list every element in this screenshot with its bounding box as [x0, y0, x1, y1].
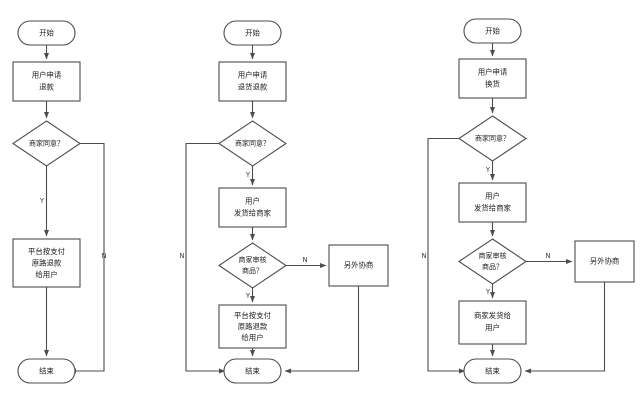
- node-c3-start-label: 开始: [485, 27, 500, 36]
- node-c2-refund-label-3: 给用户: [241, 333, 263, 342]
- node-c3-apply-label-2: 换货: [485, 80, 500, 89]
- node-c2-agree-label: 商家同意？: [235, 139, 270, 148]
- node-c1-start-label: 开始: [39, 29, 54, 38]
- node-c3-reship-label-2: 用户: [485, 323, 500, 332]
- node-c1-agree-label: 商家同意？: [29, 139, 64, 148]
- node-c1-agree[interactable]: 商家同意？: [12, 120, 81, 167]
- node-c2-ship-label-2: 发货给商家: [234, 209, 272, 218]
- edge-label-c3-no1: N: [421, 252, 426, 260]
- node-c3-review-label-1: 商家审核: [479, 251, 507, 260]
- node-c1-apply-label-1: 用户申请: [32, 71, 62, 80]
- node-c1-start[interactable]: 开始: [17, 20, 76, 46]
- node-c3-ship-label-2: 发货给商家: [474, 204, 512, 213]
- node-c3-reship-label-1: 商家发货给: [474, 311, 512, 320]
- edge-label-c2-no1: N: [179, 252, 184, 260]
- edge-c2-agree-no: [185, 142, 226, 374]
- node-c3-review[interactable]: 商家审核 商品？: [458, 238, 527, 285]
- node-c2-ship-label-1: 用户: [245, 197, 260, 206]
- node-c2-refund[interactable]: 平台按支付 原路退款 给用户: [218, 304, 287, 349]
- edge-label-c1-no: N: [101, 252, 106, 260]
- node-c2-review[interactable]: 商家审核 商品？: [218, 242, 287, 289]
- node-c1-apply[interactable]: 用户申请 退款: [12, 61, 81, 102]
- node-c2-start[interactable]: 开始: [223, 20, 282, 46]
- edge-label-c2-yes1: Y: [245, 171, 251, 179]
- node-c3-ship-label-1: 用户: [485, 192, 500, 201]
- node-c3-agree[interactable]: 商家同意？: [458, 115, 527, 162]
- edge-label-c1-yes: Y: [39, 197, 45, 205]
- column-refund-only: 开始 用户申请 退款 商家同意？ Y N: [12, 20, 107, 384]
- node-c2-ship[interactable]: 用户 发货给商家: [218, 187, 287, 228]
- node-c2-apply-label-2: 退货退款: [238, 83, 268, 92]
- node-c2-apply-label-1: 用户申请: [238, 71, 268, 80]
- node-c2-end-label: 结束: [245, 367, 260, 376]
- node-c1-end[interactable]: 结束: [17, 358, 76, 384]
- node-c1-refund-label-3: 给用户: [35, 270, 57, 279]
- edge-c3-agree-no: [427, 137, 466, 374]
- edge-c1-agree-no: [69, 142, 105, 374]
- node-c2-review-label-1: 商家审核: [239, 255, 267, 264]
- column-return-and-refund: 开始 用户申请 退货退款 商家同意？ Y N 用户 发货给商家: [179, 20, 389, 384]
- edge-label-c3-no2: N: [545, 252, 550, 260]
- edge-c2-negotiate-to-end: [284, 286, 360, 374]
- edge-label-c3-yes2: Y: [485, 288, 491, 296]
- node-c3-review-label-2: 商品？: [482, 262, 503, 271]
- node-c1-refund[interactable]: 平台按支付 原路退款 给用户: [12, 238, 81, 288]
- node-c3-negotiate[interactable]: 另外协商: [574, 240, 635, 283]
- node-c3-agree-label: 商家同意？: [475, 134, 510, 143]
- node-c2-negotiate[interactable]: 另外协商: [328, 244, 389, 287]
- edge-label-c2-no2: N: [302, 256, 307, 264]
- node-c1-end-label: 结束: [39, 367, 54, 376]
- node-c3-reship[interactable]: 商家发货给 用户: [458, 300, 527, 345]
- column-exchange: 开始 用户申请 换货 商家同意？ Y N 用户 发货给商家: [421, 18, 635, 384]
- node-c3-negotiate-label: 另外协商: [590, 257, 620, 266]
- node-c2-start-label: 开始: [245, 29, 260, 38]
- node-c1-refund-label-1: 平台按支付: [28, 247, 66, 256]
- node-c3-apply[interactable]: 用户申请 换货: [458, 58, 527, 99]
- node-c3-end[interactable]: 结束: [463, 358, 522, 384]
- edge-label-c2-yes2: Y: [245, 292, 251, 300]
- node-c2-review-label-2: 商品？: [242, 266, 263, 275]
- node-c2-end[interactable]: 结束: [223, 358, 282, 384]
- node-c3-apply-label-1: 用户申请: [478, 68, 508, 77]
- node-c3-ship[interactable]: 用户 发货给商家: [458, 182, 527, 223]
- edge-label-c3-yes1: Y: [485, 166, 491, 174]
- node-c3-start[interactable]: 开始: [463, 18, 522, 44]
- node-c2-refund-label-2: 原路退款: [238, 322, 268, 331]
- node-c1-refund-label-2: 原路退款: [32, 259, 62, 268]
- node-c2-agree[interactable]: 商家同意？: [218, 120, 287, 167]
- node-c3-end-label: 结束: [485, 367, 500, 376]
- edge-c3-negotiate-to-end: [524, 282, 606, 374]
- node-c1-apply-label-2: 退款: [39, 83, 54, 92]
- node-c2-negotiate-label: 另外协商: [344, 261, 374, 270]
- node-c2-apply[interactable]: 用户申请 退货退款: [218, 61, 287, 102]
- node-c2-refund-label-1: 平台按支付: [234, 311, 272, 320]
